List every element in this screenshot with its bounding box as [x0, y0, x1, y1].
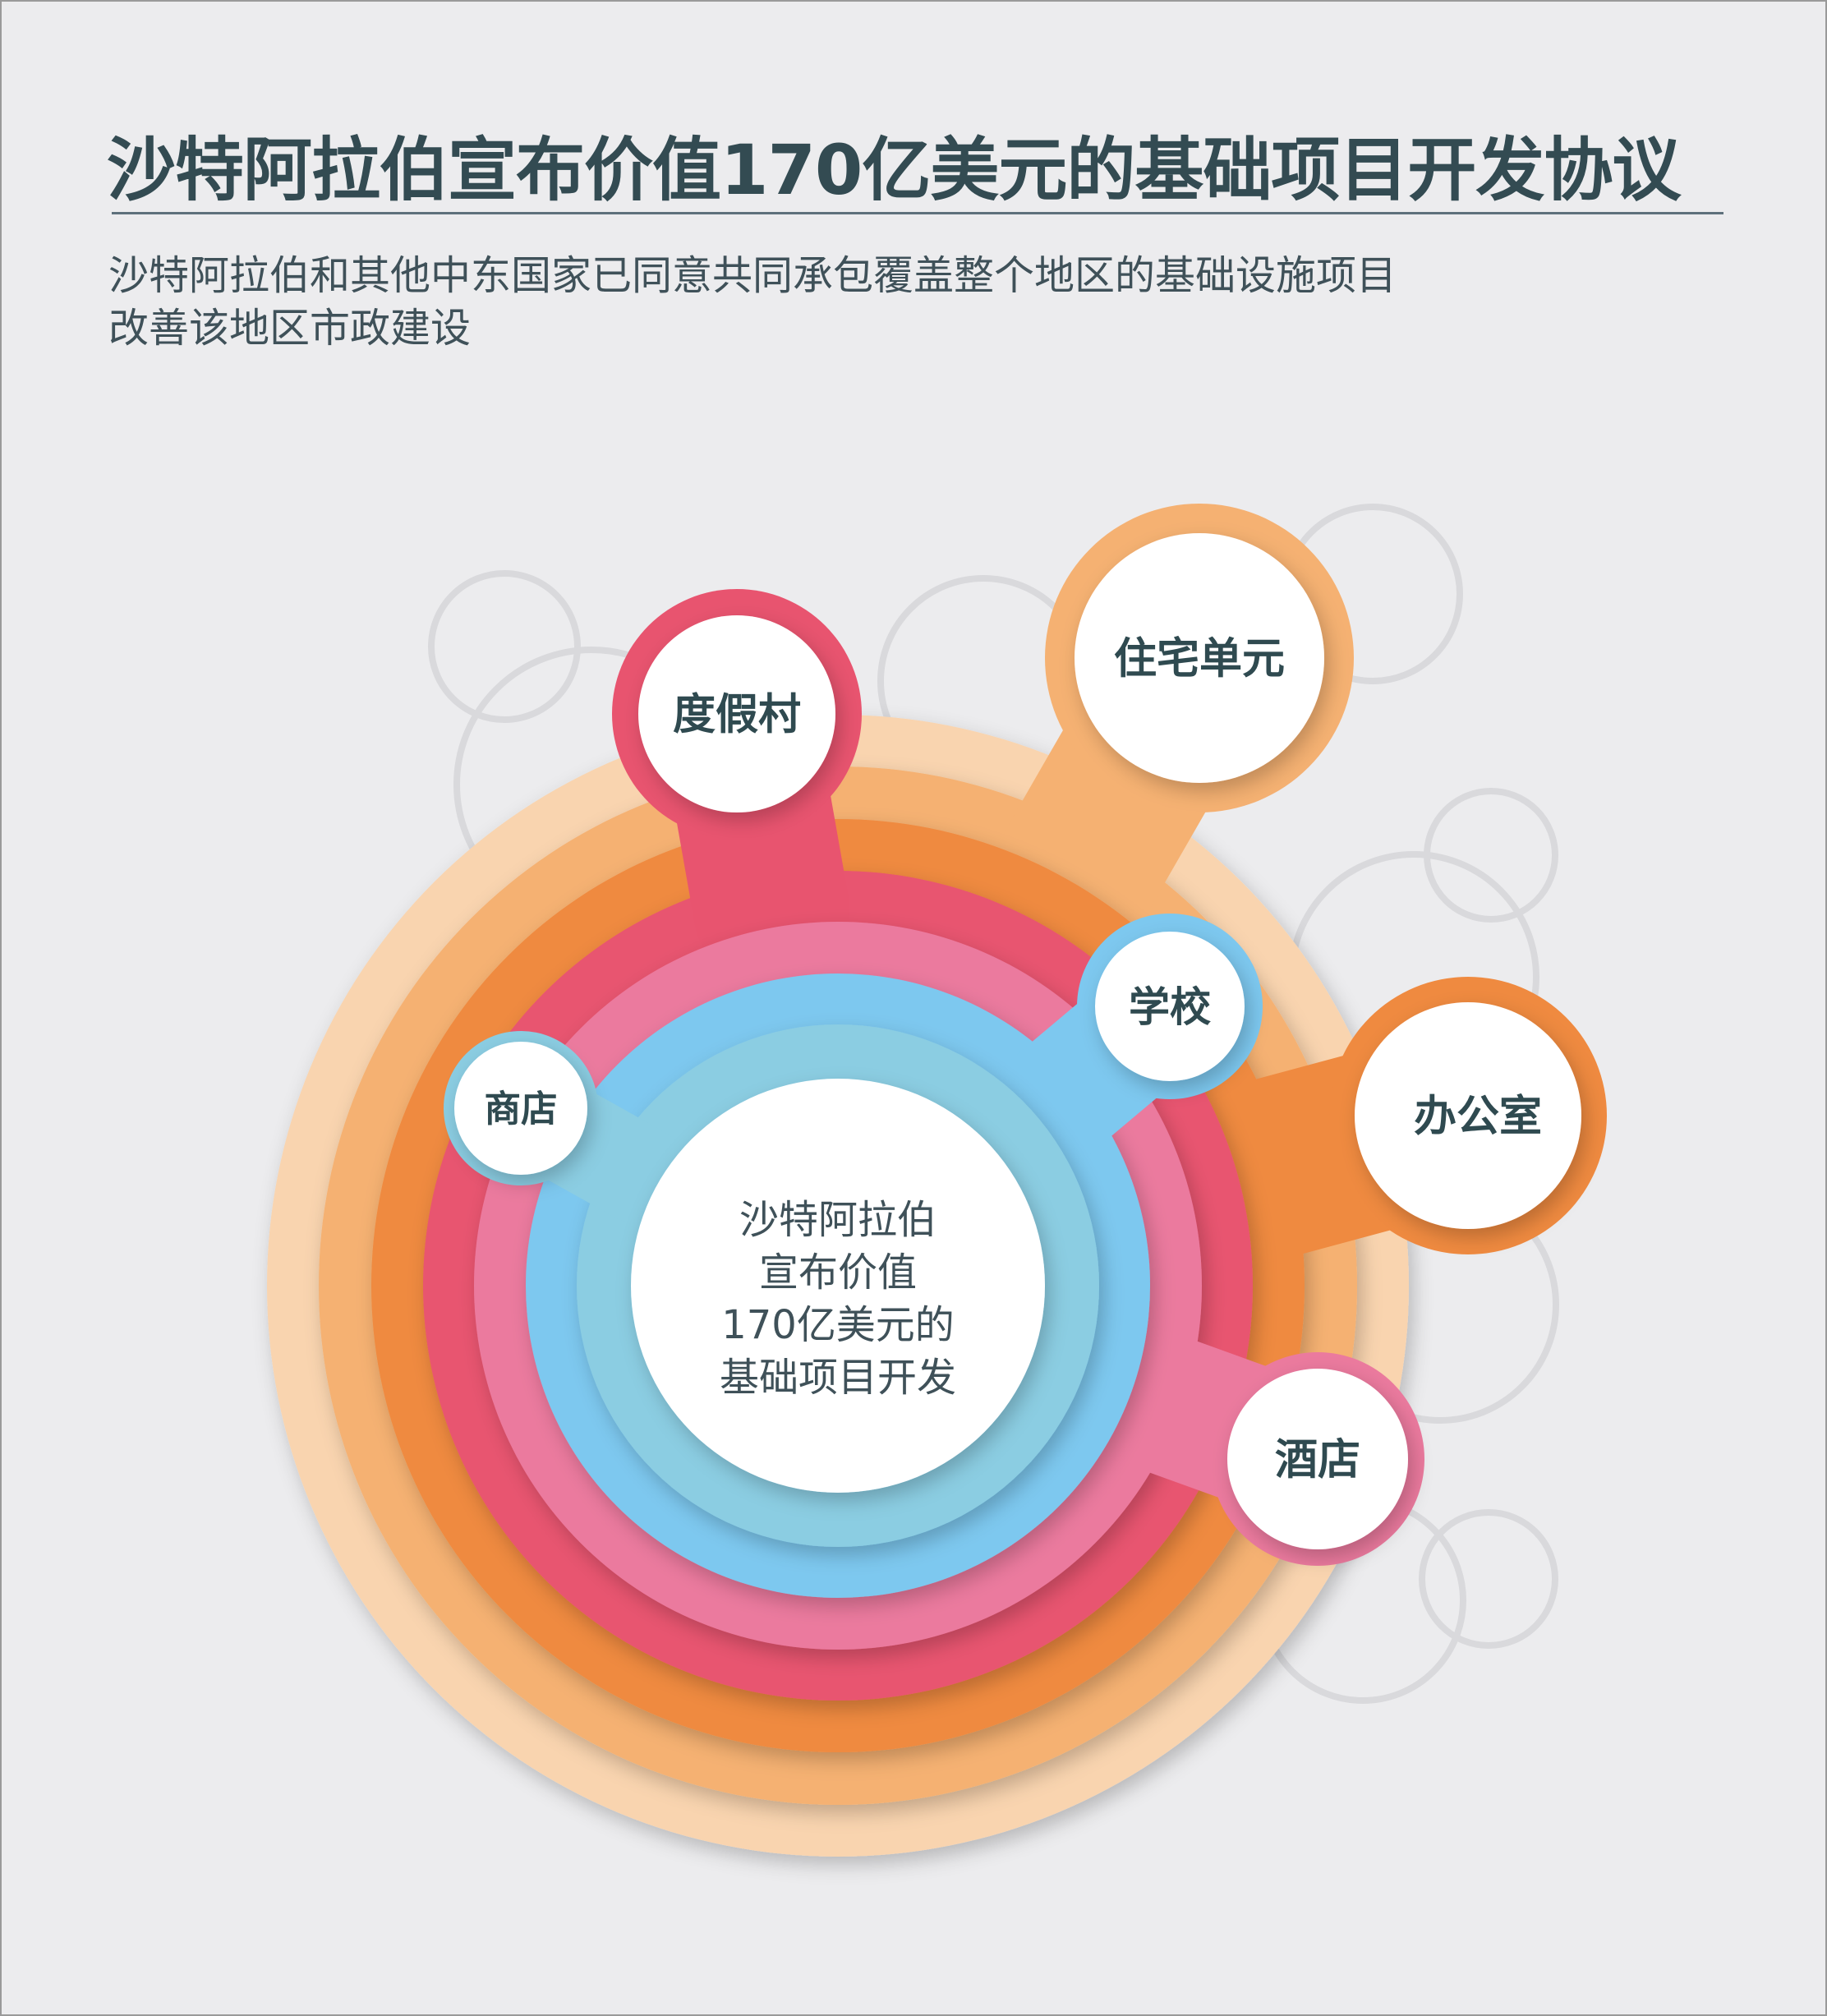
center-text-line: 宣布价值	[759, 1250, 917, 1296]
subtitle-line-1: 沙特阿拉伯和其他中东国家已同意共同承包覆盖整个地区的基础设施项目	[108, 252, 1397, 299]
bubble-resort[interactable]: 度假村	[638, 615, 835, 812]
bubble-office[interactable]: 办公室	[1355, 1002, 1581, 1229]
bubble-residential-circle	[1075, 533, 1324, 783]
bubble-school[interactable]: 学校	[1095, 932, 1245, 1081]
bubble-hotel[interactable]: 酒店	[1227, 1369, 1408, 1549]
title-divider	[112, 212, 1723, 214]
deco-circle	[1419, 1509, 1558, 1649]
bubble-resort-label: 度假村	[673, 691, 801, 740]
center-circle-bg	[631, 1079, 1045, 1493]
deco-circle	[1424, 788, 1558, 923]
bubble-residential-label: 住宅单元	[1114, 635, 1285, 684]
center-text-line: 基础项目开发	[720, 1355, 956, 1401]
center-circle: 沙特阿拉伯宣布价值 170亿美元的基础项目开发	[631, 1079, 1045, 1493]
center-text-line: 170亿美元的	[721, 1302, 955, 1348]
bubble-school-circle	[1095, 932, 1245, 1081]
bubble-office-circle	[1355, 1002, 1581, 1229]
bubble-shop[interactable]: 商店	[454, 1042, 587, 1175]
bubble-residential[interactable]: 住宅单元	[1075, 533, 1324, 783]
bubble-school-label: 学校	[1129, 983, 1211, 1031]
bubble-shop-label: 商店	[484, 1088, 557, 1130]
bubble-resort-circle	[638, 615, 835, 812]
subtitle-line-2: 改善该地区市政建设	[108, 305, 472, 352]
bubble-hotel-circle	[1227, 1369, 1408, 1549]
bubble-office-label: 办公室	[1414, 1093, 1542, 1142]
bubble-hotel-label: 酒店	[1275, 1436, 1360, 1485]
bubble-shop-circle	[454, 1042, 587, 1175]
page-title: 沙特阿拉伯宣布价值170亿美元的基础项目开发协议	[107, 130, 1681, 210]
center-text-line: 沙特阿拉伯	[739, 1197, 937, 1243]
deco-circle	[428, 570, 581, 723]
